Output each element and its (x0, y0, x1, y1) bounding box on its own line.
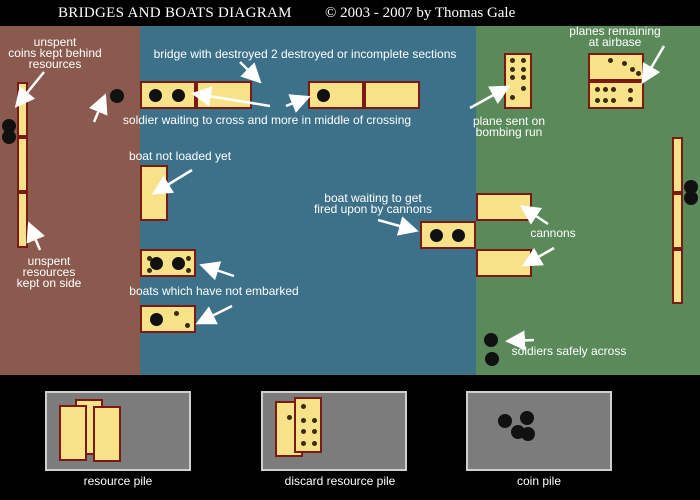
soldier-token (172, 257, 185, 270)
pip (186, 256, 191, 261)
pip (611, 98, 616, 103)
copyright-text: © 2003 - 2007 by Thomas Gale (325, 5, 516, 21)
pip (595, 98, 600, 103)
soldier-token (172, 89, 185, 102)
discard-pile-label: discard resource pile (284, 474, 396, 488)
pip (608, 58, 613, 63)
soldier-token (110, 89, 124, 103)
boat-waiting (420, 221, 476, 249)
resource-card-3 (17, 192, 28, 248)
pip (636, 71, 641, 76)
soldier-token (485, 352, 499, 366)
pip (312, 441, 317, 446)
bridge-section-2 (196, 81, 252, 109)
resource-pile-label: resource pile (83, 474, 153, 488)
pip (603, 87, 608, 92)
label-plane-sent-text: plane sent on bombing run (472, 114, 546, 139)
cannon-2 (476, 249, 532, 277)
pip (301, 429, 306, 434)
pip (521, 58, 526, 63)
resource-pile-panel (45, 391, 191, 471)
soldier-token (317, 89, 330, 102)
pip (510, 67, 515, 72)
coin-token (520, 411, 534, 425)
pip (312, 418, 317, 423)
pip (510, 75, 515, 80)
pip (603, 98, 608, 103)
resource-card-right-1 (672, 137, 683, 193)
coin-pile-panel (466, 391, 612, 471)
cannon-1 (476, 193, 532, 221)
soldier-token (484, 333, 498, 347)
pip (186, 268, 191, 273)
label-boat-not-loaded: boat not loaded yet (128, 149, 232, 163)
pip (630, 67, 635, 72)
pip (595, 87, 600, 92)
pip (510, 95, 515, 100)
soldier-token (150, 257, 163, 270)
label-unspent-coins: unspent coins kept behind resources (2, 35, 108, 71)
coin-token (684, 180, 698, 194)
pip (147, 268, 152, 273)
boat-not-embarked-1 (140, 249, 196, 277)
diagram-title: BRIDGES AND BOATS DIAGRAM (58, 5, 292, 21)
coin-token (521, 427, 535, 441)
label-planes-remaining: planes remaining at airbase (562, 24, 668, 49)
resource-card-right-3 (672, 249, 683, 304)
pip (521, 67, 526, 72)
label-unspent-resources-text: unspent resources kept on side (16, 254, 82, 290)
label-unspent-coins-text: unspent coins kept behind resources (8, 35, 102, 71)
resource-card-2 (17, 137, 28, 192)
bridge-section-1 (140, 81, 196, 109)
title-bar: BRIDGES AND BOATS DIAGRAM © 2003 - 2007 … (0, 0, 700, 26)
label-planes-remaining-text: planes remaining at airbase (569, 24, 661, 49)
pip (622, 61, 627, 66)
label-plane-sent: plane sent on bombing run (466, 114, 552, 139)
label-cannons: cannons (530, 226, 576, 240)
bridge-section-4 (364, 81, 420, 109)
plane-airbase-1 (588, 53, 644, 81)
pip (628, 97, 633, 102)
discard-card (294, 397, 322, 453)
label-unspent-resources: unspent resources kept on side (6, 254, 92, 290)
coin-token (2, 119, 16, 133)
label-soldier-waiting: soldier waiting to cross and more in mid… (122, 113, 412, 127)
pip (611, 87, 616, 92)
resource-card-1 (17, 82, 28, 137)
label-boats-not-embarked: boats which have not embarked (129, 284, 299, 298)
plane-bombing-run (504, 53, 532, 109)
pip (147, 256, 152, 261)
coin-token (684, 191, 698, 205)
pip (185, 323, 190, 328)
soldier-token (430, 229, 443, 242)
pip (301, 418, 306, 423)
pip (301, 441, 306, 446)
pip (521, 75, 526, 80)
pip (301, 404, 306, 409)
pip (521, 86, 526, 91)
label-soldiers-across: soldiers safely across (511, 344, 627, 358)
resource-card (59, 405, 87, 461)
coin-token (2, 130, 16, 144)
resource-card-right-2 (672, 193, 683, 249)
resource-card (93, 406, 121, 462)
boat-not-embarked-2 (140, 305, 196, 333)
bridge-section-3 (308, 81, 364, 109)
pip (312, 429, 317, 434)
coin-pile-label: coin pile (516, 474, 562, 488)
pip (510, 58, 515, 63)
pip (174, 311, 179, 316)
label-boat-waiting-text: boat waiting to get fired upon by cannon… (313, 191, 433, 216)
pip (628, 88, 633, 93)
discard-pile-panel (261, 391, 407, 471)
soldier-token (150, 313, 163, 326)
pip (287, 415, 292, 420)
coin-token (498, 414, 512, 428)
label-bridge-destroyed: bridge with destroyed 2 destroyed or inc… (153, 47, 457, 61)
soldier-token (149, 89, 162, 102)
soldier-token (452, 229, 465, 242)
boat-unloaded (140, 165, 168, 221)
plane-airbase-2 (588, 81, 644, 109)
label-boat-waiting: boat waiting to get fired upon by cannon… (306, 191, 440, 216)
